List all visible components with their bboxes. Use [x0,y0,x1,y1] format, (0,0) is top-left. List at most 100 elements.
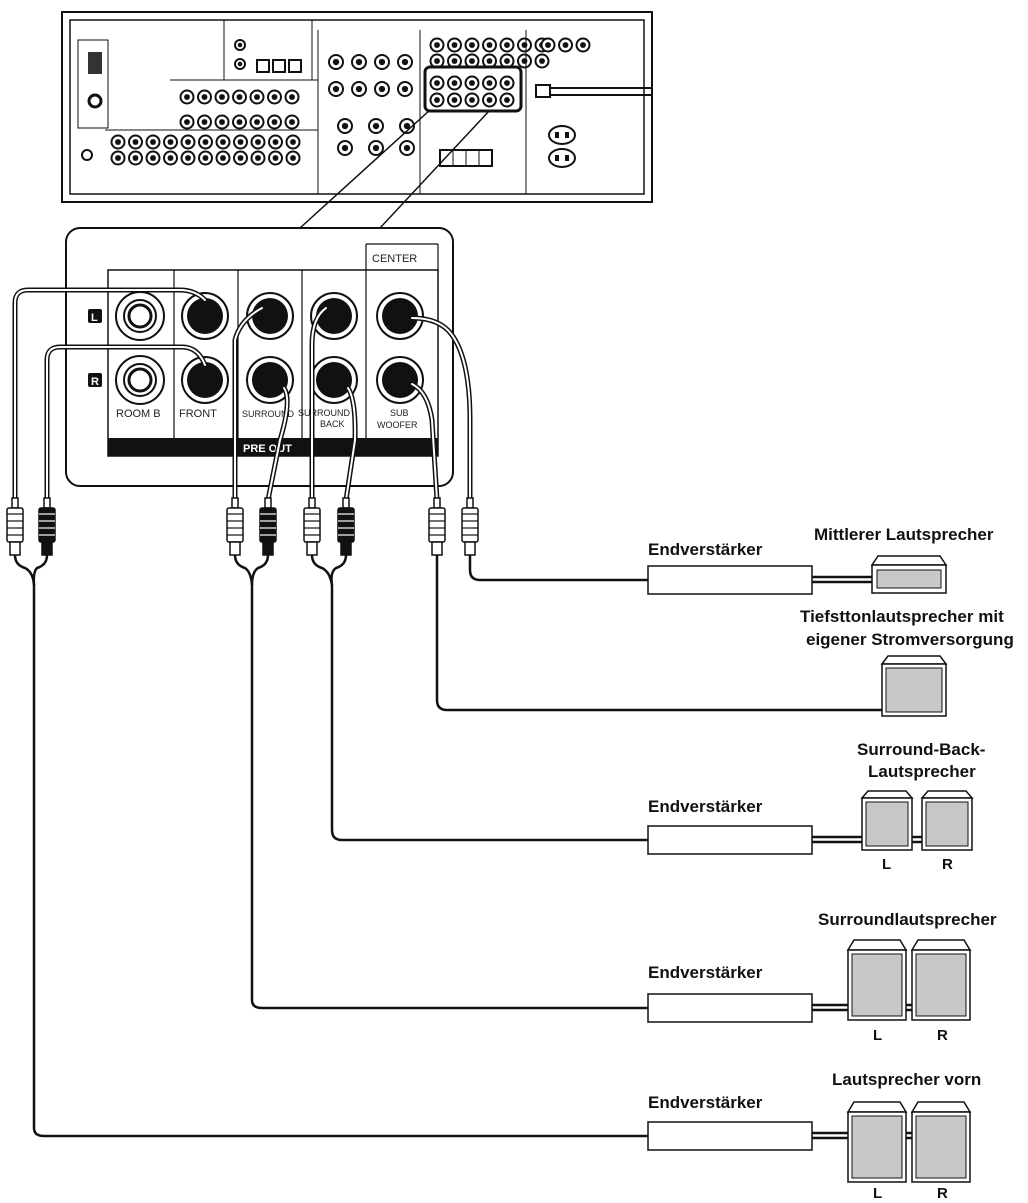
panel-jack-core [115,139,121,145]
rca-plug [428,497,446,556]
amplifier-center [647,565,813,595]
panel-jack-core [255,139,261,145]
subwoofer-speaker [880,655,948,717]
panel-jack-core [236,94,243,100]
rca-plug [461,497,479,556]
panel-jack-core [237,61,243,67]
panel-jack-core [403,122,411,130]
amp-label-front: Endverstärker [648,1093,763,1112]
panel-jack-core [167,155,174,161]
panel-jack-core [150,139,156,145]
panel-jack-core [451,58,458,64]
panel-jack-core [504,97,510,103]
panel-jack-core [434,80,440,86]
panel-jack-core [289,119,295,125]
surround-speakers-label: Surroundlautsprecher [818,910,997,929]
pre-out-label: PRE OUT [243,443,292,455]
panel-jack-core [202,155,209,161]
panel-jack-core [451,42,458,48]
amp-label-center: Endverstärker [648,540,763,559]
rca-plug [259,497,277,556]
rca-plug [303,497,321,556]
front-label: FRONT [179,408,217,420]
panel-jack-core [271,94,278,100]
surround-back-label-1: SURROUND [298,408,351,418]
amplifier-surround-back [647,825,813,855]
panel-jack-core [201,119,208,125]
panel-jack-core [378,85,386,93]
room-b-jacks [115,291,165,405]
panel-jack-core [332,58,340,66]
front-speakers [846,1101,972,1183]
center-speaker-label: Mittlerer Lautsprecher [814,525,994,544]
center-speaker [870,555,948,594]
surround-back-label-line1: Surround-Back- [857,740,985,759]
left-marker: L [91,312,98,324]
panel-jack-core [236,119,243,125]
panel-jack-core [132,155,139,161]
panel-jack-core [185,155,191,161]
panel-jack-core [290,139,296,145]
panel-jack-core [434,58,440,64]
panel-jack-core [486,58,493,64]
panel-jack-core [504,80,510,86]
panel-jack-core [272,139,279,145]
panel-jack-core [372,144,380,152]
panel-jack-core [184,94,190,100]
panel-jack-core [434,42,440,48]
panel-jack-core [220,155,226,161]
panel-jack-core [401,85,409,93]
surround-back-left-label: L [882,856,891,873]
panel-jack-core [469,80,475,86]
panel-jack-core [355,58,363,66]
zoom-line-right [379,109,491,229]
front-speakers-label: Lautsprecher vorn [832,1070,981,1089]
panel-jack-core [539,58,545,64]
panel-jack-core [403,144,411,152]
surround-speakers [846,939,972,1021]
panel-jack-core [219,94,225,100]
panel-jack-core [202,139,209,145]
surround-back-label-line2: Lautsprecher [868,762,976,781]
panel-jack-core [434,97,440,103]
panel-jack-core [219,119,225,125]
panel-jack-core [469,58,475,64]
panel-jack-core [521,58,528,64]
panel-jack-core [580,42,586,48]
panel-jacks [110,37,591,166]
panel-jack-core [254,94,260,100]
receiver-rear-panel [61,11,653,203]
panel-jack-core [486,80,493,86]
panel-jack-core [378,58,386,66]
panel-jack-core [401,58,409,66]
panel-jack-core [290,155,296,161]
panel-jack-core [521,42,528,48]
panel-jack-core [150,155,156,161]
surround-back-label-2: BACK [320,419,345,429]
surround-right-label: R [937,1027,948,1044]
left-marker-box [88,309,102,323]
room-b-label: ROOM B [116,408,161,420]
rca-plug [226,497,244,556]
rca-plugs [6,497,479,556]
subwoofer-label-1: SUB [390,408,409,418]
panel-jack-core [115,155,121,161]
panel-jack-core [271,119,278,125]
preout-jacks [181,292,424,404]
panel-jack-core [220,139,226,145]
panel-jack-core [341,144,349,152]
panel-jack-core [185,139,191,145]
rca-plug [6,497,24,556]
panel-jack-core [167,139,174,145]
panel-jack-core [184,119,190,125]
panel-jack-core [255,155,261,161]
panel-jack-core [237,139,244,145]
panel-jack-core [289,94,295,100]
panel-jack-core [504,58,510,64]
right-marker-box [88,373,102,387]
surround-back-speakers [860,790,974,851]
panel-jack-core [486,42,493,48]
panel-jack-core [332,85,340,93]
surround-label: SURROUND [242,409,295,419]
